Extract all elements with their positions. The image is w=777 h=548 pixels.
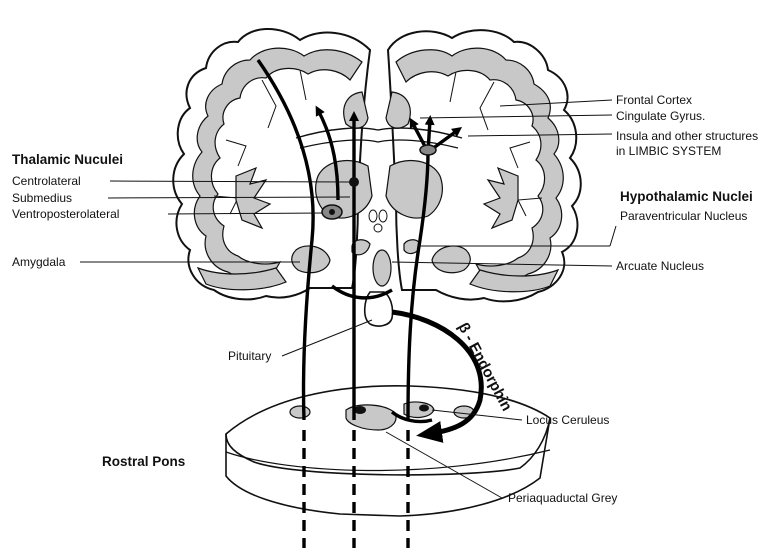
pons-nucleus-left <box>290 406 310 418</box>
hypothalamic-nuclei-heading: Hypothalamic Nuclei <box>620 189 753 204</box>
submedius-label: Submedius <box>12 191 72 205</box>
paraventricular-label: Paraventricular Nucleus <box>620 209 747 223</box>
insula-dot <box>420 145 436 155</box>
small-nucleus <box>374 224 382 232</box>
cingulate-gyrus-label: Cingulate Gyrus. <box>616 109 705 123</box>
centrolateral-label: Centrolateral <box>12 174 81 188</box>
pituitary-label: Pituitary <box>228 349 271 363</box>
insula-label-line1: Insula and other structures <box>616 129 758 143</box>
periaqueductal-label: Periaquaductal Grey <box>508 491 617 505</box>
thalamus-right <box>386 161 442 218</box>
centrolateral-nucleus <box>349 177 359 187</box>
amygdala-label: Amygdala <box>12 255 66 269</box>
frontal-cortex-label: Frontal Cortex <box>616 93 692 107</box>
arcuate-label: Arcuate Nucleus <box>616 259 704 273</box>
brain-coronal-section <box>173 29 581 326</box>
third-ventricle-right <box>379 210 387 222</box>
insula-label-line2: in LIMBIC SYSTEM <box>616 144 721 158</box>
thalamic-nuclei-heading: Thalamic Nuculei <box>12 152 123 167</box>
rostral-pons-label: Rostral Pons <box>102 454 185 469</box>
locus-ceruleus-label: Locus Ceruleus <box>526 413 609 427</box>
ventroposterolateral-label: Ventroposterolateral <box>12 207 119 221</box>
third-ventricle-left <box>369 210 377 222</box>
arcuate-nucleus <box>373 250 391 286</box>
